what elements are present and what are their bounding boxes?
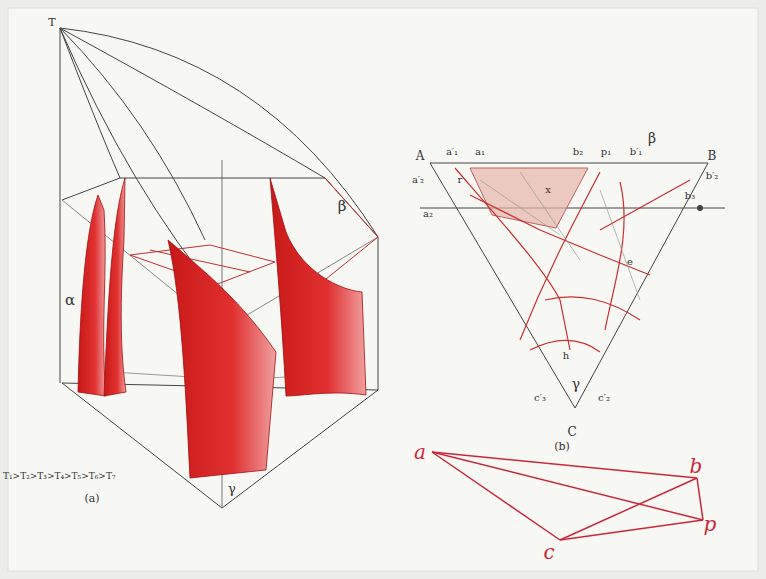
sketch-label: p xyxy=(704,514,717,534)
axis-label: T xyxy=(48,17,55,28)
projection-triangle xyxy=(430,163,708,408)
point-marker xyxy=(697,205,703,211)
point-label: b′₂ xyxy=(706,171,719,181)
phase-boundary xyxy=(520,172,600,340)
sketch-label: a xyxy=(414,442,426,462)
phase-label: β xyxy=(338,199,347,214)
sketch-line xyxy=(432,452,703,520)
prism-frame xyxy=(62,178,120,200)
panel-caption: (a) xyxy=(84,493,99,504)
sheet xyxy=(8,8,758,571)
sketch-line xyxy=(432,452,560,540)
phase-label: β xyxy=(648,131,656,145)
phase-boundary xyxy=(600,180,690,230)
isothermal-triangle xyxy=(130,178,378,300)
prism-frame xyxy=(120,178,378,237)
vertex-label: B xyxy=(708,150,717,162)
phase-label: α xyxy=(65,293,75,308)
point-label: a′₂ xyxy=(412,175,424,185)
phase-boundary xyxy=(545,297,640,320)
point-label: b₃ xyxy=(685,191,695,201)
prism-frame xyxy=(60,28,205,240)
prism-frame xyxy=(60,28,120,178)
prism-frame xyxy=(60,28,61,383)
prism-frame xyxy=(60,28,378,508)
temperature-note: T₁>T₂>T₃>T₄>T₅>T₆>T₇ xyxy=(3,472,116,481)
sketch-line xyxy=(432,452,703,540)
shaded-region xyxy=(470,168,588,228)
projection-triangle xyxy=(420,163,725,408)
phase-boundary xyxy=(455,168,570,350)
point-label: e xyxy=(627,257,633,267)
phase-surface xyxy=(104,178,126,396)
point-label: c′₃ xyxy=(534,393,546,403)
phase-surface xyxy=(78,178,366,478)
phase-boundary xyxy=(605,182,624,330)
tie-line xyxy=(520,172,580,260)
point-label: a₁ xyxy=(475,147,485,157)
sketch-label: c xyxy=(543,542,554,562)
prism-frame xyxy=(60,28,325,178)
projection-triangle xyxy=(420,208,725,209)
tie-line xyxy=(480,180,560,235)
phase-surface xyxy=(78,195,106,396)
phase-surface xyxy=(168,240,276,478)
sketch-line xyxy=(560,520,703,540)
point-label: h xyxy=(563,351,569,361)
point-label: c′₂ xyxy=(598,393,610,403)
point-label: p₁ xyxy=(601,147,611,157)
tie-line xyxy=(600,190,640,300)
prism-frame xyxy=(378,237,379,390)
vertex-label: C xyxy=(567,426,576,438)
sketch-line xyxy=(697,478,703,520)
phase-surface xyxy=(270,178,366,396)
point-label: a₂ xyxy=(423,209,433,219)
prism-frame xyxy=(60,28,378,237)
point-label: r xyxy=(458,175,463,185)
point-label: x xyxy=(545,185,551,195)
sketch-line xyxy=(432,452,697,478)
sketch-label: b xyxy=(690,456,703,476)
phase-label: γ xyxy=(228,482,236,495)
phase-label: γ xyxy=(572,377,580,391)
vertex-label: A xyxy=(416,150,425,162)
point-label: b₂ xyxy=(573,147,583,157)
phase-boundary xyxy=(455,168,690,352)
point-label: b′₁ xyxy=(630,147,643,157)
panel-caption: (b) xyxy=(554,441,570,452)
tie-line xyxy=(480,172,640,300)
point-label: a′₁ xyxy=(446,147,458,157)
